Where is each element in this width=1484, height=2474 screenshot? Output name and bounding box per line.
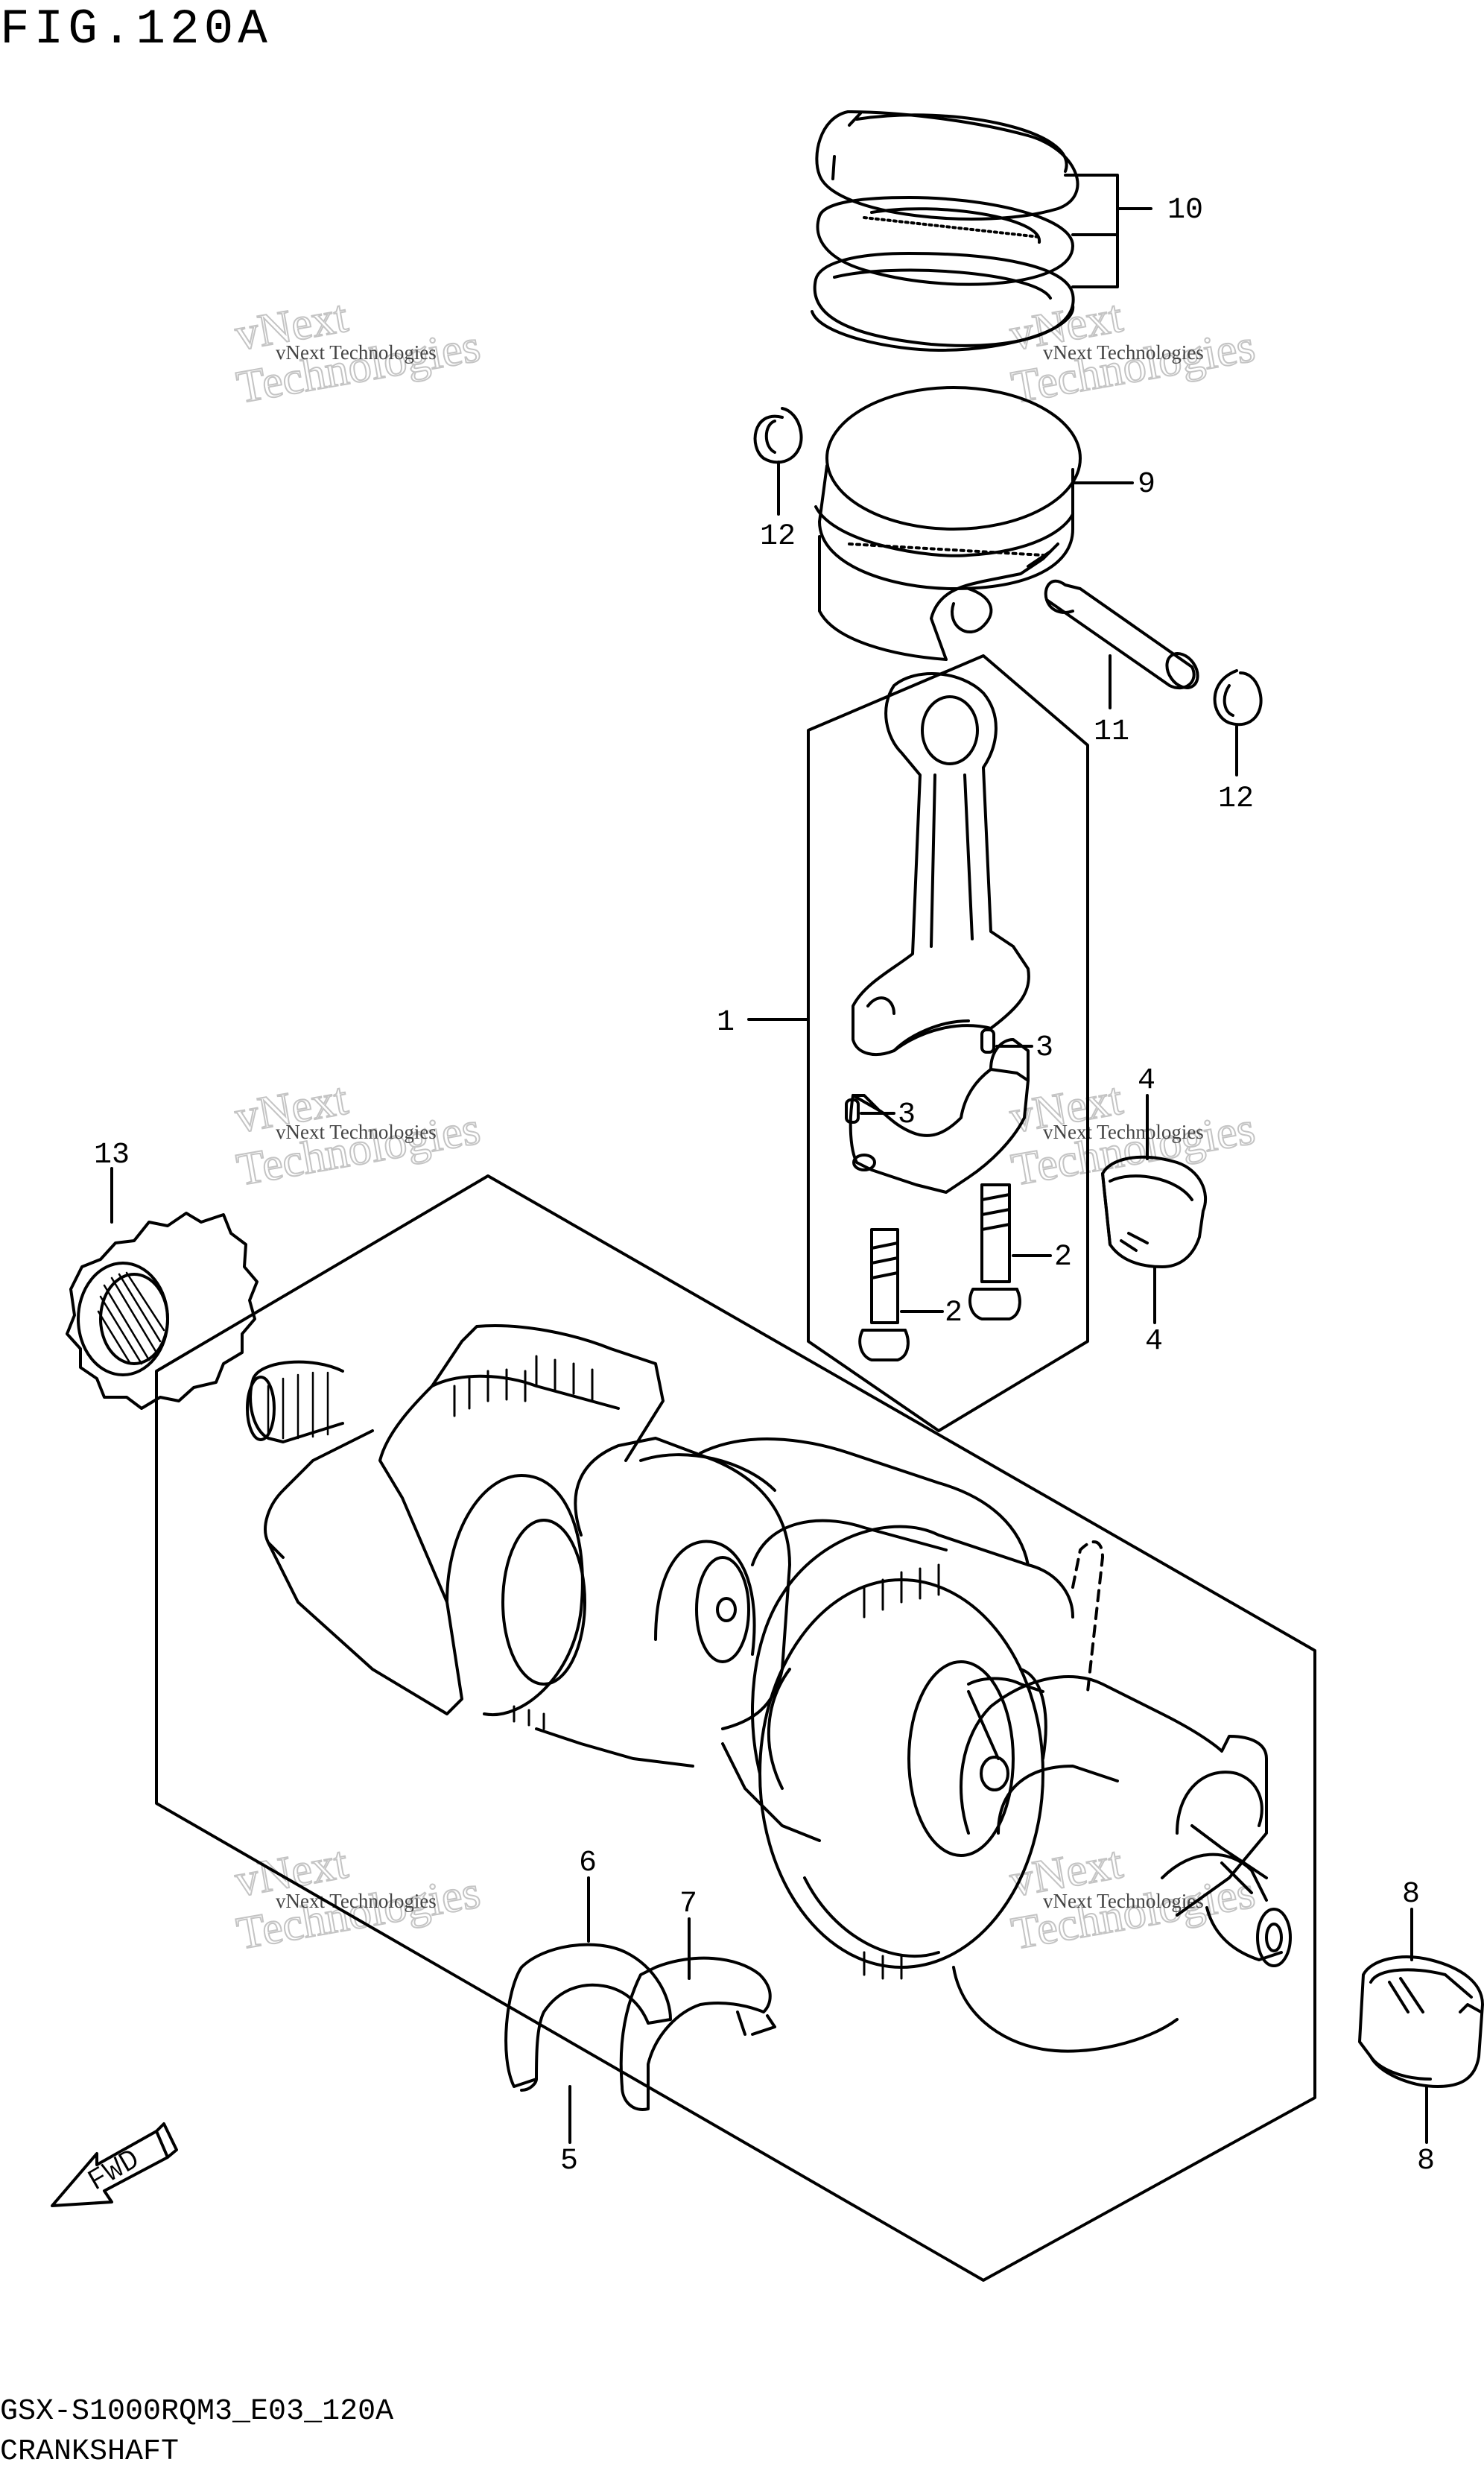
- svg-text:vNext Technologies: vNext Technologies: [276, 1121, 437, 1143]
- callout-5: 5: [560, 2145, 578, 2178]
- callout-1: 1: [717, 1006, 735, 1040]
- figure-code: GSX-S1000RQM3_E03_120A: [0, 2395, 394, 2429]
- figure-name: CRANKSHAFT: [0, 2435, 180, 2469]
- crankshaft-box: [155, 1174, 1316, 2282]
- primary-drive-gear: [66, 1212, 259, 1410]
- callout-8a: 8: [1402, 1878, 1420, 1911]
- crankshaft: [246, 1324, 1292, 2053]
- piston-rings: [811, 110, 1079, 352]
- callout-13: 13: [94, 1139, 130, 1172]
- watermark-captions: vNext Technologies vNext Technologies vN…: [276, 341, 1204, 1912]
- svg-text:vNext Technologies: vNext Technologies: [1043, 1121, 1204, 1143]
- connecting-rod: [852, 672, 1030, 1056]
- callout-12b: 12: [1218, 782, 1254, 816]
- bearing-pin-3b: [845, 1098, 860, 1124]
- callout-7: 7: [679, 1888, 697, 1921]
- fwd-arrow: [51, 2122, 178, 2207]
- svg-text:vNext Technologies: vNext Technologies: [276, 1890, 437, 1912]
- callout-10: 10: [1167, 194, 1203, 227]
- piston: [814, 386, 1082, 661]
- thrust-washer-7: [619, 1956, 776, 2111]
- callout-9: 9: [1138, 468, 1155, 502]
- callout-12a: 12: [760, 520, 796, 554]
- callout-4b: 4: [1145, 1325, 1163, 1358]
- watermark-5: vNext Technologies: [231, 1837, 485, 1961]
- conrod-box: [807, 654, 1089, 1432]
- watermarks: vNext Technologies vNext Technologies vN…: [231, 291, 1260, 1961]
- callout-6: 6: [579, 1847, 597, 1880]
- conrod-cap: [849, 1038, 1030, 1194]
- callout-11: 11: [1094, 715, 1129, 749]
- leader-10: [1064, 174, 1152, 288]
- piston-pin: [1044, 579, 1199, 690]
- circlip-right: [1213, 669, 1263, 727]
- fwd-label: FWD: [83, 2143, 146, 2199]
- figure-title: FIG.120A: [0, 1, 272, 57]
- watermark-6: vNext Technologies: [1006, 1837, 1260, 1961]
- callout-3b: 3: [898, 1098, 916, 1132]
- big-end-bearing: [1101, 1155, 1208, 1268]
- callout-4a: 4: [1138, 1064, 1155, 1098]
- bearing-pin-3a: [980, 1028, 995, 1054]
- callout-labels: 1 2 2 3 3 4 4 5 6 7 8 8 9 10 11 12 12 13: [94, 194, 1435, 2178]
- main-bearing: [1358, 1955, 1484, 2088]
- callout-8b: 8: [1417, 2145, 1435, 2178]
- svg-text:vNext Technologies: vNext Technologies: [1043, 1890, 1204, 1912]
- svg-text:vNext Technologies: vNext Technologies: [1043, 341, 1204, 364]
- callout-2b: 2: [1054, 1241, 1072, 1274]
- callout-2a: 2: [945, 1297, 963, 1330]
- circlip-left: [753, 407, 803, 464]
- conrod-bolt-a: [858, 1228, 910, 1361]
- callout-3a: 3: [1036, 1031, 1053, 1065]
- thrust-washer-6: [504, 1943, 672, 2092]
- svg-text:vNext Technologies: vNext Technologies: [276, 341, 437, 364]
- conrod-bolt-b: [968, 1183, 1021, 1320]
